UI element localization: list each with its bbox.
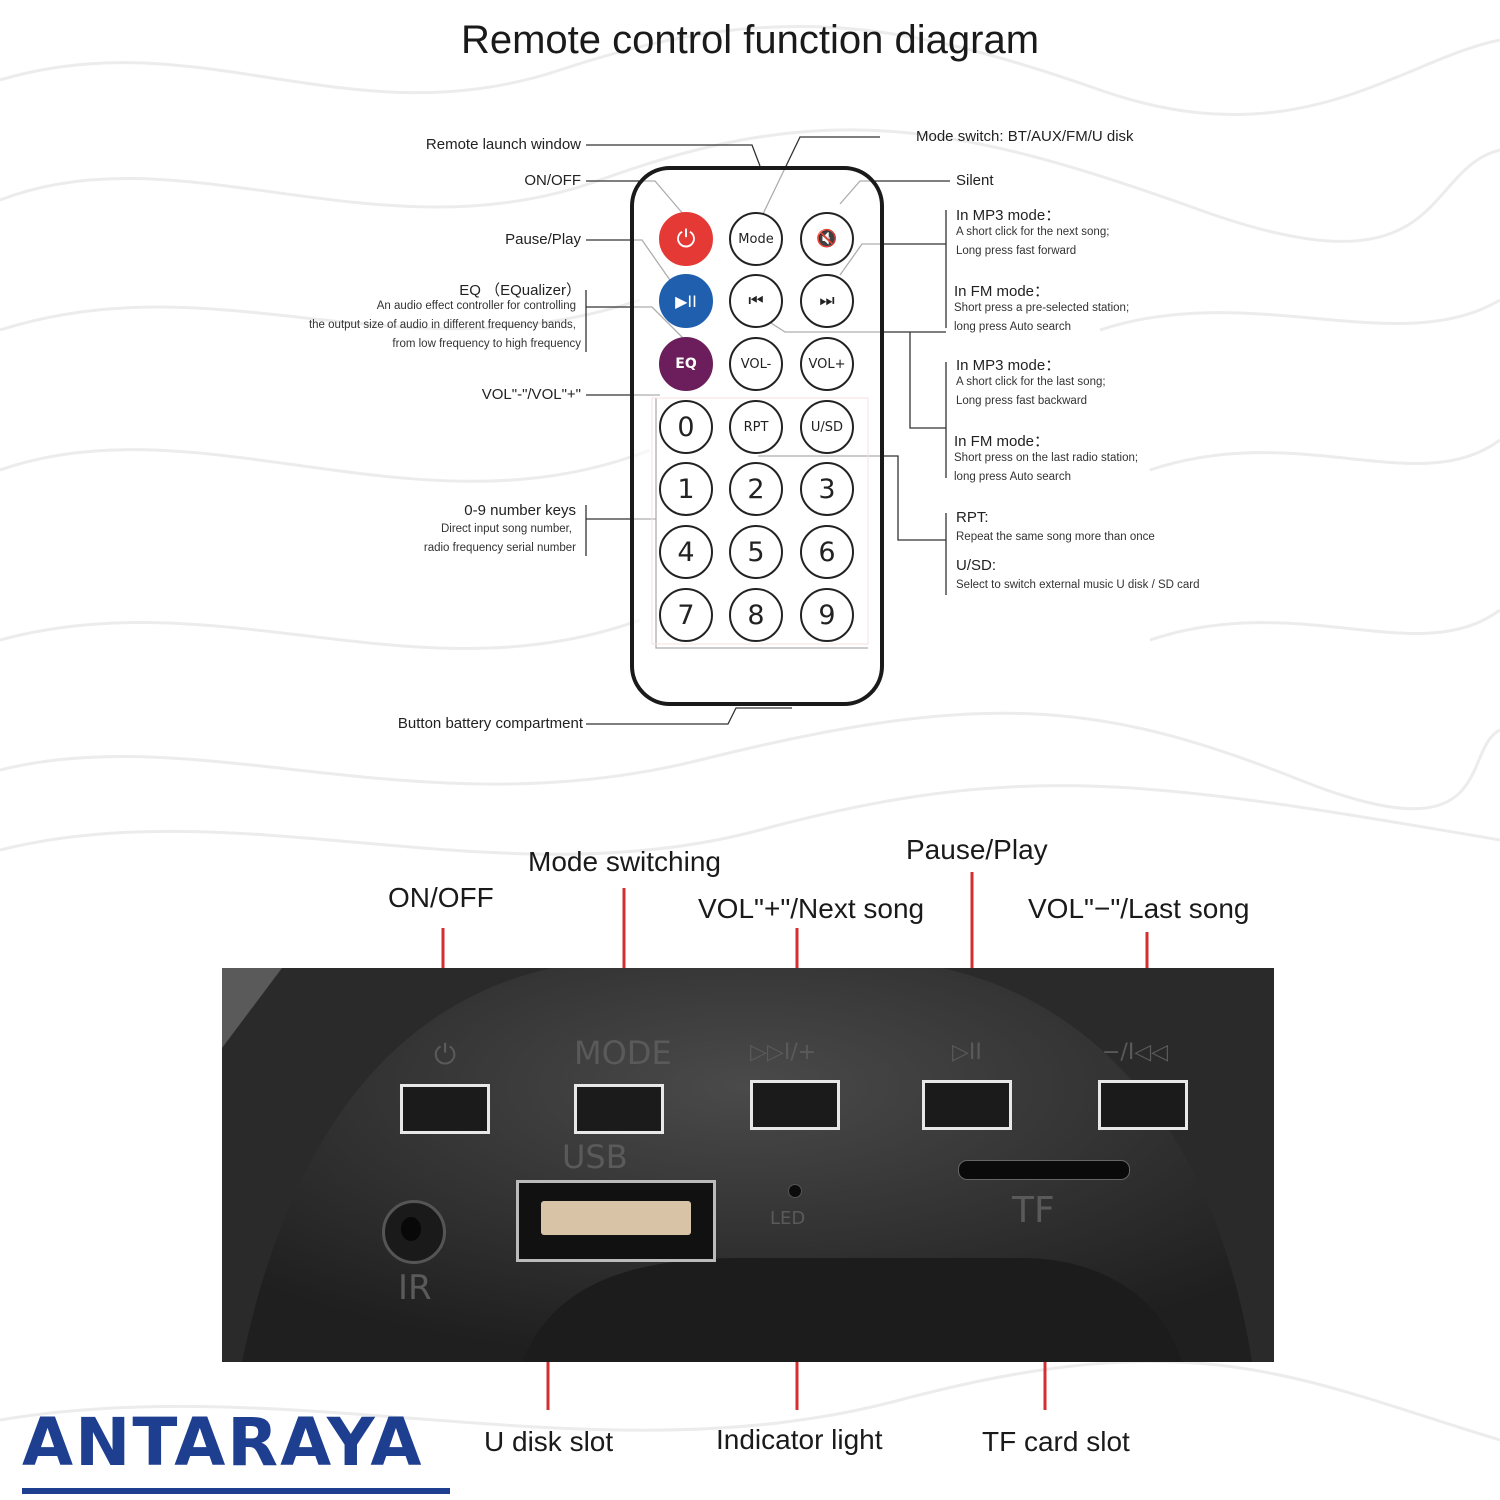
power-button[interactable] [400, 1084, 490, 1134]
ir-silkscreen: IR [398, 1268, 432, 1308]
panel-label-vol-plus-next: VOL"+"/Next song [698, 893, 925, 924]
next-key[interactable]: ⏭ [800, 274, 854, 328]
tf-silkscreen: TF [1012, 1190, 1055, 1231]
label-next-fm-desc-1: Short press a pre-selected station; [954, 302, 1130, 314]
vol-plus-key[interactable]: VOL+ [800, 337, 854, 391]
label-silent: Silent [956, 172, 994, 189]
label-eq-desc-1: An audio effect controller for controlli… [376, 300, 576, 312]
label-prev-mp3-title: In MP3 mode： [956, 357, 1061, 374]
panel-label-u-disk-slot: U disk slot [484, 1426, 614, 1457]
indicator-light [788, 1184, 802, 1198]
key-1[interactable]: 1 [659, 462, 713, 516]
panel-label-tf-card-slot: TF card slot [982, 1426, 1130, 1457]
page-title: Remote control function diagram [460, 18, 1040, 62]
panel-label-on-off: ON/OFF [388, 882, 494, 913]
mute-key[interactable]: 🔇 [800, 212, 854, 266]
tf-card-slot[interactable] [958, 1160, 1130, 1180]
key-2[interactable]: 2 [729, 462, 783, 516]
play-silkscreen-icon: ▷II [952, 1040, 982, 1065]
label-next-mp3-desc-1: A short click for the next song; [956, 226, 1110, 238]
power-silkscreen-icon: ⏻ [434, 1038, 457, 1071]
next-icon: ⏭ [819, 291, 835, 311]
previous-icon: ⏮ [748, 291, 764, 311]
label-vol: VOL"-"/VOL"+" [481, 386, 581, 403]
panel-label-indicator-light: Indicator light [716, 1424, 883, 1455]
label-usd-title: U/SD: [956, 557, 997, 574]
label-battery-compartment: Button battery compartment [397, 715, 583, 732]
label-rpt-title: RPT: [956, 509, 989, 526]
label-next-fm-title: In FM mode： [954, 283, 1050, 300]
label-prev-mp3-desc-1: A short click for the last song; [956, 376, 1106, 388]
prev-volume-down-button[interactable] [1098, 1080, 1188, 1130]
ir-lens [401, 1217, 421, 1241]
key-8[interactable]: 8 [729, 588, 783, 642]
label-pause-play: Pause/Play [505, 231, 581, 248]
ir-receiver [382, 1200, 446, 1264]
label-mode-switch: Mode switch: BT/AUX/FM/U disk [916, 128, 1134, 145]
brand-logo-underline [22, 1488, 450, 1494]
play-pause-icon: ▶II [675, 291, 697, 311]
mute-icon: 🔇 [816, 229, 838, 249]
usb-port-tongue [541, 1201, 691, 1235]
power-icon: ⏻ [676, 225, 696, 253]
prev-silkscreen-icon: −/I◁◁ [1102, 1040, 1169, 1065]
speaker-control-panel: ⏻ MODE ▷▷I/+ ▷II −/I◁◁ USB LED TF IR [222, 968, 1274, 1362]
led-silkscreen: LED [770, 1208, 806, 1229]
label-eq-title: EQ （EQualizer） [459, 282, 581, 299]
panel-label-pause-play: Pause/Play [906, 834, 1048, 865]
key-5[interactable]: 5 [729, 525, 783, 579]
label-number-keys-desc-2: radio frequency serial number [423, 542, 576, 554]
brand-logo: ANTARAYA [22, 1404, 424, 1481]
label-number-keys: 0-9 number keys [464, 502, 576, 519]
mode-button[interactable] [574, 1084, 664, 1134]
next-silkscreen-icon: ▷▷I/+ [750, 1040, 817, 1065]
panel-label-mode-switching: Mode switching [528, 846, 721, 877]
label-eq-desc-3: from low frequency to high frequency [392, 338, 581, 350]
label-eq-desc-2: the output size of audio in different fr… [308, 319, 576, 331]
label-rpt-desc: Repeat the same song more than once [956, 531, 1155, 543]
key-9[interactable]: 9 [800, 588, 854, 642]
mode-silkscreen: MODE [574, 1034, 672, 1072]
usb-silkscreen: USB [562, 1138, 628, 1176]
key-7[interactable]: 7 [659, 588, 713, 642]
u-disk-slot[interactable] [516, 1180, 716, 1262]
panel-label-vol-minus-last: VOL"−"/Last song [1028, 893, 1250, 924]
label-number-keys-desc-1: Direct input song number, [440, 523, 572, 535]
mode-key[interactable]: Mode [729, 212, 783, 266]
label-prev-fm-desc-1: Short press on the last radio station; [954, 452, 1139, 464]
power-key[interactable]: ⏻ [659, 212, 713, 266]
label-on-off: ON/OFF [524, 172, 581, 189]
label-remote-launch-window: Remote launch window [425, 136, 581, 153]
label-next-mp3-title: In MP3 mode： [956, 207, 1061, 224]
usd-key[interactable]: U/SD [800, 400, 854, 454]
previous-key[interactable]: ⏮ [729, 274, 783, 328]
label-usd-desc: Select to switch external music U disk /… [956, 579, 1200, 591]
key-4[interactable]: 4 [659, 525, 713, 579]
rpt-key[interactable]: RPT [729, 400, 783, 454]
vol-minus-key[interactable]: VOL- [729, 337, 783, 391]
label-next-fm-desc-2: long press Auto search [954, 321, 1071, 333]
label-prev-fm-desc-2: long press Auto search [954, 471, 1071, 483]
label-prev-fm-title: In FM mode： [954, 433, 1050, 450]
label-prev-mp3-desc-2: Long press fast backward [956, 395, 1088, 407]
play-pause-key[interactable]: ▶II [659, 274, 713, 328]
label-next-mp3-desc-2: Long press fast forward [956, 245, 1077, 257]
key-6[interactable]: 6 [800, 525, 854, 579]
play-pause-button[interactable] [922, 1080, 1012, 1130]
key-3[interactable]: 3 [800, 462, 854, 516]
eq-key[interactable]: EQ [659, 337, 713, 391]
key-0[interactable]: 0 [659, 400, 713, 454]
next-volume-up-button[interactable] [750, 1080, 840, 1130]
